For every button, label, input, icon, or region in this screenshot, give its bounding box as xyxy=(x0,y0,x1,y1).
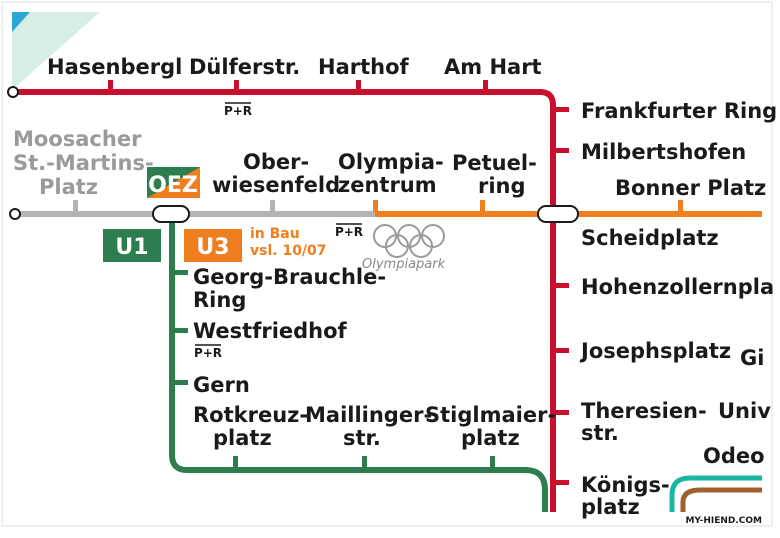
teal-line xyxy=(669,475,762,512)
red-line-end-marker xyxy=(7,86,19,98)
station-theresienstr-line2[interactable]: str. xyxy=(581,421,619,445)
tick-westfriedhof xyxy=(175,328,188,333)
tick-hohenzollernplatz xyxy=(556,283,569,288)
station-gi-partial[interactable]: Gi xyxy=(740,346,764,370)
tick-oberwiesenfeld xyxy=(270,200,275,212)
station-milbertshofen[interactable]: Milbertshofen xyxy=(581,140,746,164)
station-stiglmaierplatz-line2[interactable]: platz xyxy=(461,426,520,450)
oez-badge-orange xyxy=(147,167,200,198)
tick-harthof xyxy=(356,80,361,92)
u1-badge-bg xyxy=(103,229,161,262)
interchange-oez[interactable] xyxy=(152,205,190,223)
tick-duelferstr xyxy=(234,80,239,92)
station-bonner-platz[interactable]: Bonner Platz xyxy=(615,176,766,200)
watermark: MY-HIEND.COM xyxy=(685,516,762,526)
station-moosach-line1[interactable]: Moosacher xyxy=(13,127,142,151)
station-georg-brauchle-line1[interactable]: Georg-Brauchle- xyxy=(193,265,386,289)
green-line xyxy=(169,216,548,512)
tick-frankfurter-ring xyxy=(556,107,569,112)
station-koenigsplatz-line2[interactable]: platz xyxy=(581,495,640,519)
tick-bonner-platz xyxy=(678,200,683,212)
station-olympiazentrum-line2[interactable]: zentrum xyxy=(338,173,437,197)
u3-badge-bg xyxy=(184,229,242,262)
vsl-note: vsl. 10/07 xyxy=(250,243,327,259)
tick-maillingerstr xyxy=(362,456,367,468)
station-odeon-partial[interactable]: Odeo xyxy=(703,444,765,468)
station-harthof[interactable]: Harthof xyxy=(318,55,410,79)
red-line xyxy=(12,89,556,512)
tick-josephsplatz xyxy=(556,348,569,353)
station-petuelring-line2[interactable]: ring xyxy=(478,174,526,198)
station-rotkreuzplatz-line2[interactable]: platz xyxy=(213,426,272,450)
tick-petuelring xyxy=(480,200,485,212)
pr-olympia: P+R xyxy=(335,225,363,239)
oez-badge-label: OEZ xyxy=(148,173,198,198)
station-maillingerstr-line1[interactable]: Maillinger- xyxy=(305,403,432,427)
station-oberwiesenfeld-line1[interactable]: Ober- xyxy=(243,150,309,174)
station-josephsplatz[interactable]: Josephsplatz xyxy=(579,339,731,363)
pr-westfriedhof: P+R xyxy=(194,346,222,360)
tick-rotkreuzplatz xyxy=(233,456,238,468)
grey-line-end-marker xyxy=(9,208,21,220)
station-frankfurter-ring[interactable]: Frankfurter Ring xyxy=(581,99,777,123)
station-maillingerstr-line2[interactable]: str. xyxy=(343,426,381,450)
tick-theresienstr xyxy=(556,410,569,415)
in-bau-note: in Bau xyxy=(250,226,300,242)
station-stiglmaierplatz-line1[interactable]: Stiglmaier- xyxy=(425,403,556,427)
u3-badge-label: U3 xyxy=(196,235,229,260)
station-rotkreuzplatz-line1[interactable]: Rotkreuz- xyxy=(193,403,308,427)
station-oberwiesenfeld-line2[interactable]: wiesenfeld xyxy=(212,173,340,197)
station-univ-partial[interactable]: Univ xyxy=(718,399,771,423)
olympic-rings-icon xyxy=(373,224,445,258)
tick-georg-brauchle-ring xyxy=(175,270,188,275)
tick-milbertshofen xyxy=(556,148,569,153)
brown-line xyxy=(680,487,762,512)
tick-am-hart xyxy=(483,80,488,92)
station-gern[interactable]: Gern xyxy=(193,373,250,397)
station-hasenbergl[interactable]: Hasenbergl xyxy=(47,55,182,79)
tick-moosach xyxy=(73,200,78,212)
station-petuelring-line1[interactable]: Petuel- xyxy=(452,151,537,175)
tick-gern xyxy=(175,380,188,385)
station-duelferstr[interactable]: Dülferstr. xyxy=(189,55,300,79)
station-am-hart[interactable]: Am Hart xyxy=(444,55,542,79)
tick-olympiazentrum xyxy=(373,200,378,212)
tick-hasenbergl xyxy=(108,80,113,92)
station-olympiazentrum-line1[interactable]: Olympia- xyxy=(338,150,444,174)
corner-cyan-area xyxy=(12,12,30,32)
station-koenigsplatz-line1[interactable]: Königs- xyxy=(581,473,670,497)
interchange-scheidplatz[interactable] xyxy=(537,205,579,223)
station-georg-brauchle-line2[interactable]: Ring xyxy=(193,288,246,312)
station-theresienstr-line1[interactable]: Theresien- xyxy=(581,399,707,423)
pr-duelferstr: P+R xyxy=(224,104,252,118)
corner-light-area xyxy=(12,12,100,90)
station-moosach-line2[interactable]: St.-Martins- xyxy=(13,151,154,175)
station-westfriedhof[interactable]: Westfriedhof xyxy=(193,319,348,343)
u1-badge-label: U1 xyxy=(115,235,148,260)
station-scheidplatz[interactable]: Scheidplatz xyxy=(581,226,719,250)
olympiapark-label: Olympiapark xyxy=(362,257,446,272)
tick-koenigsplatz xyxy=(556,480,569,485)
station-moosach-line3[interactable]: Platz xyxy=(39,175,98,199)
tick-stiglmaierplatz xyxy=(490,456,495,468)
station-hohenzollernplatz[interactable]: Hohenzollernpla xyxy=(581,275,774,299)
